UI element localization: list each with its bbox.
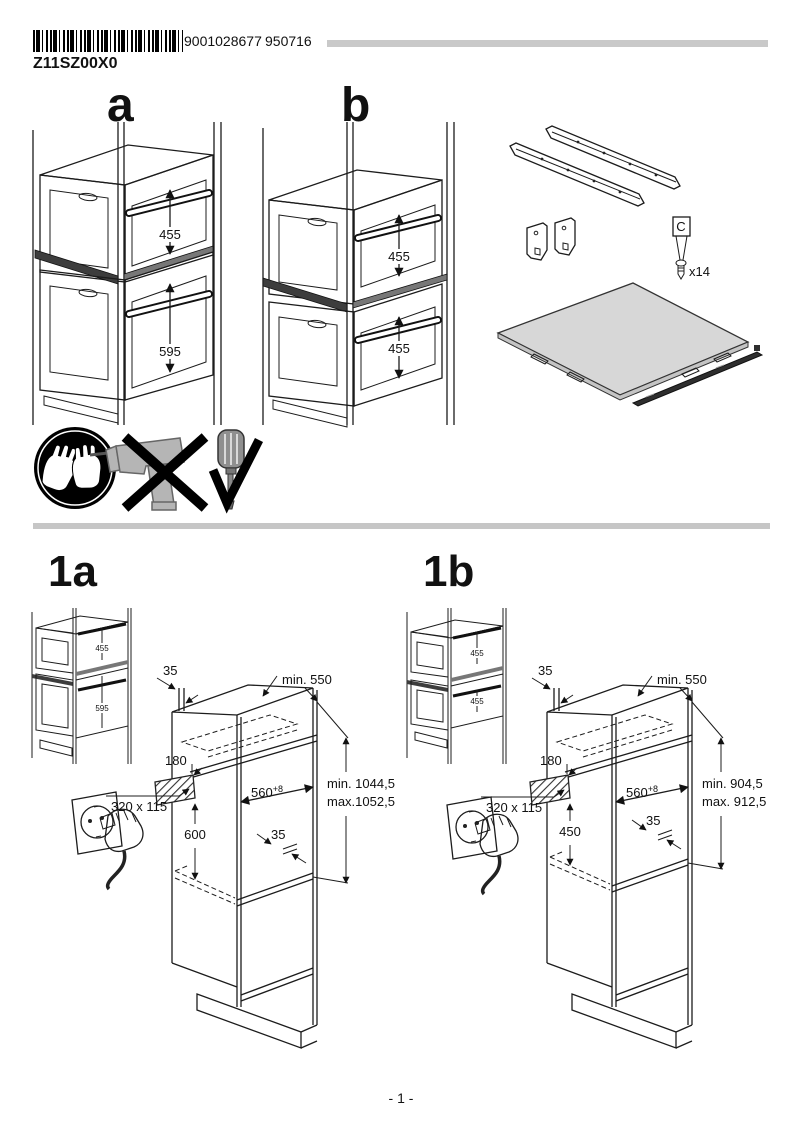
dim-cutout-to-shelf: 600 bbox=[184, 803, 206, 880]
variant-a-diagram: 455 595 bbox=[32, 122, 222, 425]
variant-b-diagram: 455 455 bbox=[262, 122, 455, 428]
gloves-icon bbox=[34, 427, 116, 509]
svg-text:35: 35 bbox=[163, 663, 177, 678]
dim-niche-height: min. 904,5 max. 912,5 bbox=[687, 701, 766, 870]
cabinet-outline bbox=[546, 684, 693, 1049]
accessory-shelf-strip bbox=[34, 245, 214, 285]
variant-b-label: b bbox=[341, 79, 371, 132]
dim-niche-width: 560+8 bbox=[240, 784, 314, 805]
fixing-bracket bbox=[526, 222, 548, 261]
vent-cutout bbox=[154, 774, 196, 806]
power-plug bbox=[99, 808, 144, 891]
step-1a-cabinet: 35 min. 550 180 320 x 115 560+8 600 bbox=[106, 663, 395, 1049]
screw-ref-label: C bbox=[676, 219, 685, 234]
front-trim-rail bbox=[631, 345, 764, 407]
niche-height-max: max. 912,5 bbox=[702, 794, 766, 809]
svg-text:min. 550: min. 550 bbox=[282, 672, 332, 687]
svg-text:180: 180 bbox=[540, 753, 562, 768]
barcode-number: 9001028677 bbox=[184, 33, 262, 49]
upper-oven-height: 455 bbox=[159, 227, 181, 242]
dim-niche-height: min. 1044,5 max.1052,5 bbox=[312, 701, 395, 884]
cabinet-outline bbox=[171, 684, 318, 1049]
thumb-upper-dim: 455 bbox=[470, 649, 484, 658]
upper-oven-height: 455 bbox=[388, 249, 410, 264]
niche-height-max: max.1052,5 bbox=[327, 794, 395, 809]
svg-text:35: 35 bbox=[646, 813, 660, 828]
fixing-bracket bbox=[554, 217, 576, 256]
lower-oven-height: 455 bbox=[388, 341, 410, 356]
dim-shelf-setback: 35 bbox=[631, 813, 682, 850]
svg-text:600: 600 bbox=[184, 827, 206, 842]
dim-panel-thickness: 35 bbox=[156, 663, 199, 704]
dim-cutout-size: 320 x 115 bbox=[481, 789, 565, 815]
dim-cutout-to-shelf: 450 bbox=[559, 803, 581, 866]
step-1b-socket bbox=[446, 796, 519, 896]
screw-icon bbox=[675, 259, 687, 280]
cabinet-frame bbox=[262, 122, 455, 425]
screw-quantity: x14 bbox=[689, 264, 710, 279]
step-1a-socket bbox=[71, 791, 144, 891]
shelf-panel bbox=[496, 282, 750, 401]
svg-text:180: 180 bbox=[165, 753, 187, 768]
step-1a-label: 1a bbox=[48, 547, 97, 596]
accessory-shelf-strip bbox=[262, 273, 448, 313]
svg-text:320 x 115: 320 x 115 bbox=[111, 799, 167, 814]
dim-shelf-setback: 35 bbox=[256, 827, 307, 864]
svg-text:560+8: 560+8 bbox=[626, 784, 658, 800]
svg-text:min. 550: min. 550 bbox=[657, 672, 707, 687]
step-1b-thumbnail: 455 455 bbox=[406, 608, 507, 764]
svg-text:450: 450 bbox=[559, 824, 581, 839]
dim-depth: min. 550 bbox=[262, 672, 332, 702]
screw-callout: C x14 bbox=[672, 216, 710, 280]
dim-niche-width: 560+8 bbox=[615, 784, 689, 805]
barcode bbox=[33, 30, 183, 52]
lower-oven: 455 bbox=[268, 283, 443, 407]
safety-icons bbox=[34, 427, 264, 514]
step-1b-cabinet: 35 min. 550 180 320 x 115 560+8 450 bbox=[481, 663, 766, 1049]
oven-base bbox=[43, 395, 119, 424]
header-gray-bar bbox=[327, 40, 768, 47]
oven-base bbox=[272, 399, 348, 428]
mounting-rail bbox=[509, 142, 645, 207]
svg-text:35: 35 bbox=[271, 827, 285, 842]
print-code: 950716 bbox=[265, 33, 312, 49]
niche-height-min: min. 1044,5 bbox=[327, 776, 395, 791]
niche-height-min: min. 904,5 bbox=[702, 776, 763, 791]
svg-text:560+8: 560+8 bbox=[251, 784, 283, 800]
lower-oven-height: 595 bbox=[159, 344, 181, 359]
no-power-drill-icon bbox=[89, 433, 209, 512]
mounting-rail bbox=[545, 125, 681, 190]
thumb-upper-dim: 455 bbox=[95, 644, 109, 653]
cabinet-frame bbox=[32, 122, 222, 425]
step-1a-thumbnail: 455 595 bbox=[31, 608, 132, 764]
dim-cutout-offset: 180 bbox=[165, 753, 203, 776]
step-1b-label: 1b bbox=[423, 547, 475, 596]
dim-panel-thickness: 35 bbox=[531, 663, 574, 704]
dim-cutout-offset: 180 bbox=[540, 753, 578, 776]
dim-cutout-size: 320 x 115 bbox=[106, 788, 190, 814]
thumb-lower-dim: 455 bbox=[470, 697, 484, 706]
hand-screwdriver-icon bbox=[208, 429, 264, 514]
model-number: Z11SZ00X0 bbox=[33, 55, 118, 72]
upper-oven: 455 bbox=[268, 169, 443, 305]
svg-text:35: 35 bbox=[538, 663, 552, 678]
thumb-lower-dim: 595 bbox=[95, 704, 109, 713]
power-plug bbox=[474, 813, 519, 896]
svg-text:320 x 115: 320 x 115 bbox=[486, 800, 542, 815]
section-divider bbox=[33, 523, 770, 529]
dim-depth: min. 550 bbox=[637, 672, 707, 702]
lower-oven: 595 bbox=[39, 251, 214, 401]
page-number: - 1 - bbox=[388, 1090, 414, 1106]
hardware-parts: C x14 bbox=[496, 125, 764, 407]
variant-a-label: a bbox=[107, 79, 134, 132]
